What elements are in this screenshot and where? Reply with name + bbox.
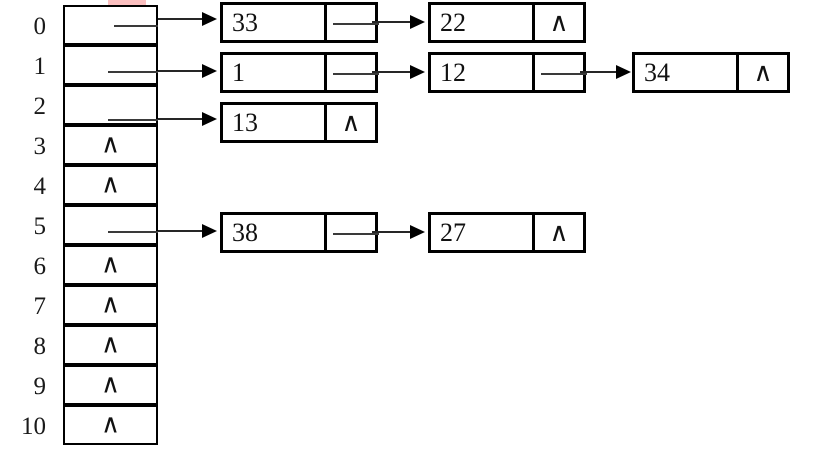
bucket-null-marker-3: ∧: [100, 129, 121, 159]
arrow-line-node33-to-node22: [372, 21, 412, 23]
node-key-13: 13: [232, 107, 258, 137]
arrow-line-node1-to-node12: [372, 71, 412, 73]
array-index-label-1: 1: [33, 53, 47, 80]
array-index-label-0: 0: [33, 13, 47, 40]
arrow-head-node33-to-node22: [410, 15, 425, 29]
node-next-stub-12: [541, 72, 587, 75]
list-node-1[interactable]: 1: [220, 52, 379, 93]
arrow-line-bucket1-to-node1: [158, 70, 203, 72]
list-node-33[interactable]: 33: [220, 2, 379, 43]
array-bucket-9[interactable]: ∧: [63, 365, 158, 405]
bucket-pointer-stub-0: [114, 25, 158, 27]
arrow-head-node1-to-node12: [410, 65, 425, 79]
array-bucket-3[interactable]: ∧: [63, 125, 158, 165]
node-next-pointer-1: [324, 55, 379, 90]
bucket-null-marker-7: ∧: [100, 289, 121, 319]
arrow-head-bucket2-to-node13: [202, 112, 217, 126]
array-bucket-8[interactable]: ∧: [63, 325, 158, 365]
arrow-line-node38-to-node27: [372, 231, 412, 233]
bucket-pointer-stub-2: [108, 119, 158, 121]
node-null-pointer-13: ∧: [324, 105, 375, 140]
arrow-head-bucket0-to-node33: [202, 12, 217, 26]
list-node-34[interactable]: 34 ∧: [632, 52, 790, 93]
arrow-line-bucket5-to-node38: [158, 230, 203, 232]
node-next-pointer-12: [532, 55, 587, 90]
array-bucket-2[interactable]: [63, 85, 158, 125]
node-null-pointer-27: ∧: [532, 215, 583, 250]
bucket-null-marker-6: ∧: [100, 249, 121, 279]
arrow-line-node12-to-node34: [580, 71, 620, 73]
arrow-head-bucket1-to-node1: [202, 64, 217, 78]
node-next-stub-33: [333, 22, 379, 25]
array-bucket-7[interactable]: ∧: [63, 285, 158, 325]
bucket-null-marker-10: ∧: [100, 409, 121, 439]
array-bucket-4[interactable]: ∧: [63, 165, 158, 205]
bucket-pointer-stub-5: [108, 231, 158, 233]
node-next-pointer-38: [324, 215, 379, 250]
array-index-label-6: 6: [33, 253, 47, 280]
array-bucket-6[interactable]: ∧: [63, 245, 158, 285]
node-next-stub-38: [333, 232, 379, 235]
array-index-label-2: 2: [33, 93, 47, 120]
node-null-pointer-22: ∧: [532, 5, 583, 40]
node-key-12: 12: [440, 57, 466, 87]
node-key-38: 38: [232, 217, 258, 247]
bucket-null-marker-4: ∧: [100, 169, 121, 199]
list-node-13[interactable]: 13 ∧: [220, 102, 378, 143]
list-node-38[interactable]: 38: [220, 212, 379, 253]
list-node-12[interactable]: 12: [428, 52, 587, 93]
node-key-34: 34: [644, 57, 670, 87]
bucket-null-marker-8: ∧: [100, 329, 121, 359]
arrow-head-node38-to-node27: [410, 225, 425, 239]
array-bucket-5[interactable]: [63, 205, 158, 245]
arrow-line-bucket2-to-node13: [158, 118, 203, 120]
array-bucket-1[interactable]: [63, 45, 158, 85]
bucket-pointer-stub-1: [108, 71, 158, 73]
node-key-27: 27: [440, 217, 466, 247]
bucket-null-marker-9: ∧: [100, 369, 121, 399]
arrow-line-bucket0-to-node33: [158, 18, 203, 20]
array-index-label-9: 9: [33, 373, 47, 400]
node-next-pointer-33: [324, 5, 379, 40]
array-index-label-8: 8: [33, 333, 47, 360]
arrow-head-bucket5-to-node38: [202, 224, 217, 238]
array-index-label-7: 7: [33, 293, 47, 320]
node-key-1: 1: [232, 57, 245, 87]
node-null-pointer-34: ∧: [736, 55, 787, 90]
top-edge-artifact: [108, 0, 146, 5]
node-key-22: 22: [440, 7, 466, 37]
node-next-stub-1: [333, 72, 379, 75]
list-node-22[interactable]: 22 ∧: [428, 2, 586, 43]
arrow-head-node12-to-node34: [616, 65, 631, 79]
list-node-27[interactable]: 27 ∧: [428, 212, 586, 253]
array-bucket-10[interactable]: ∧: [63, 405, 158, 445]
array-index-label-10: 10: [21, 413, 46, 440]
array-index-label-5: 5: [33, 213, 47, 240]
array-index-label-4: 4: [33, 173, 47, 200]
array-index-label-3: 3: [33, 133, 47, 160]
array-bucket-0[interactable]: [63, 5, 158, 45]
node-key-33: 33: [232, 7, 258, 37]
